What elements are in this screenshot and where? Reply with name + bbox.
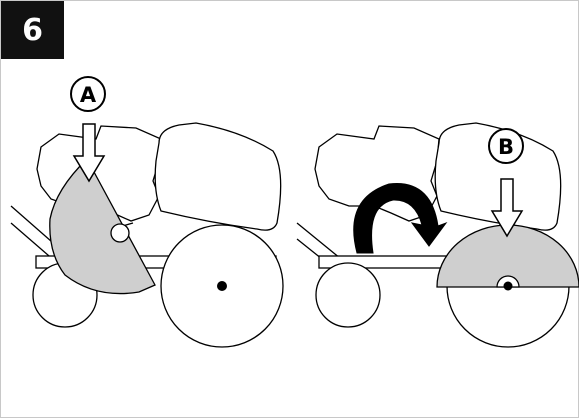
step-number: 6	[22, 12, 43, 48]
left-blade-hub	[110, 223, 130, 243]
left-machine	[10, 122, 284, 348]
callout-a: A	[70, 76, 106, 112]
right-machine	[296, 122, 579, 348]
right-front-wheel	[315, 262, 381, 328]
left-fuel-tank	[154, 122, 282, 231]
right-fuel-tank	[434, 122, 562, 231]
left-rear-axle	[217, 281, 227, 291]
callout-b-circle	[488, 128, 524, 164]
rotate-arrow-icon	[353, 183, 448, 254]
down-arrow-icon	[490, 178, 524, 238]
step-number-badge: 6	[1, 1, 64, 59]
callout-a-circle	[70, 76, 106, 112]
callout-b: B	[488, 128, 524, 164]
down-arrow-icon	[72, 123, 106, 183]
callout-a-label: A	[80, 83, 97, 107]
right-rear-axle	[503, 281, 513, 291]
callout-b-label: B	[498, 135, 514, 159]
left-blade-guard	[49, 157, 156, 295]
